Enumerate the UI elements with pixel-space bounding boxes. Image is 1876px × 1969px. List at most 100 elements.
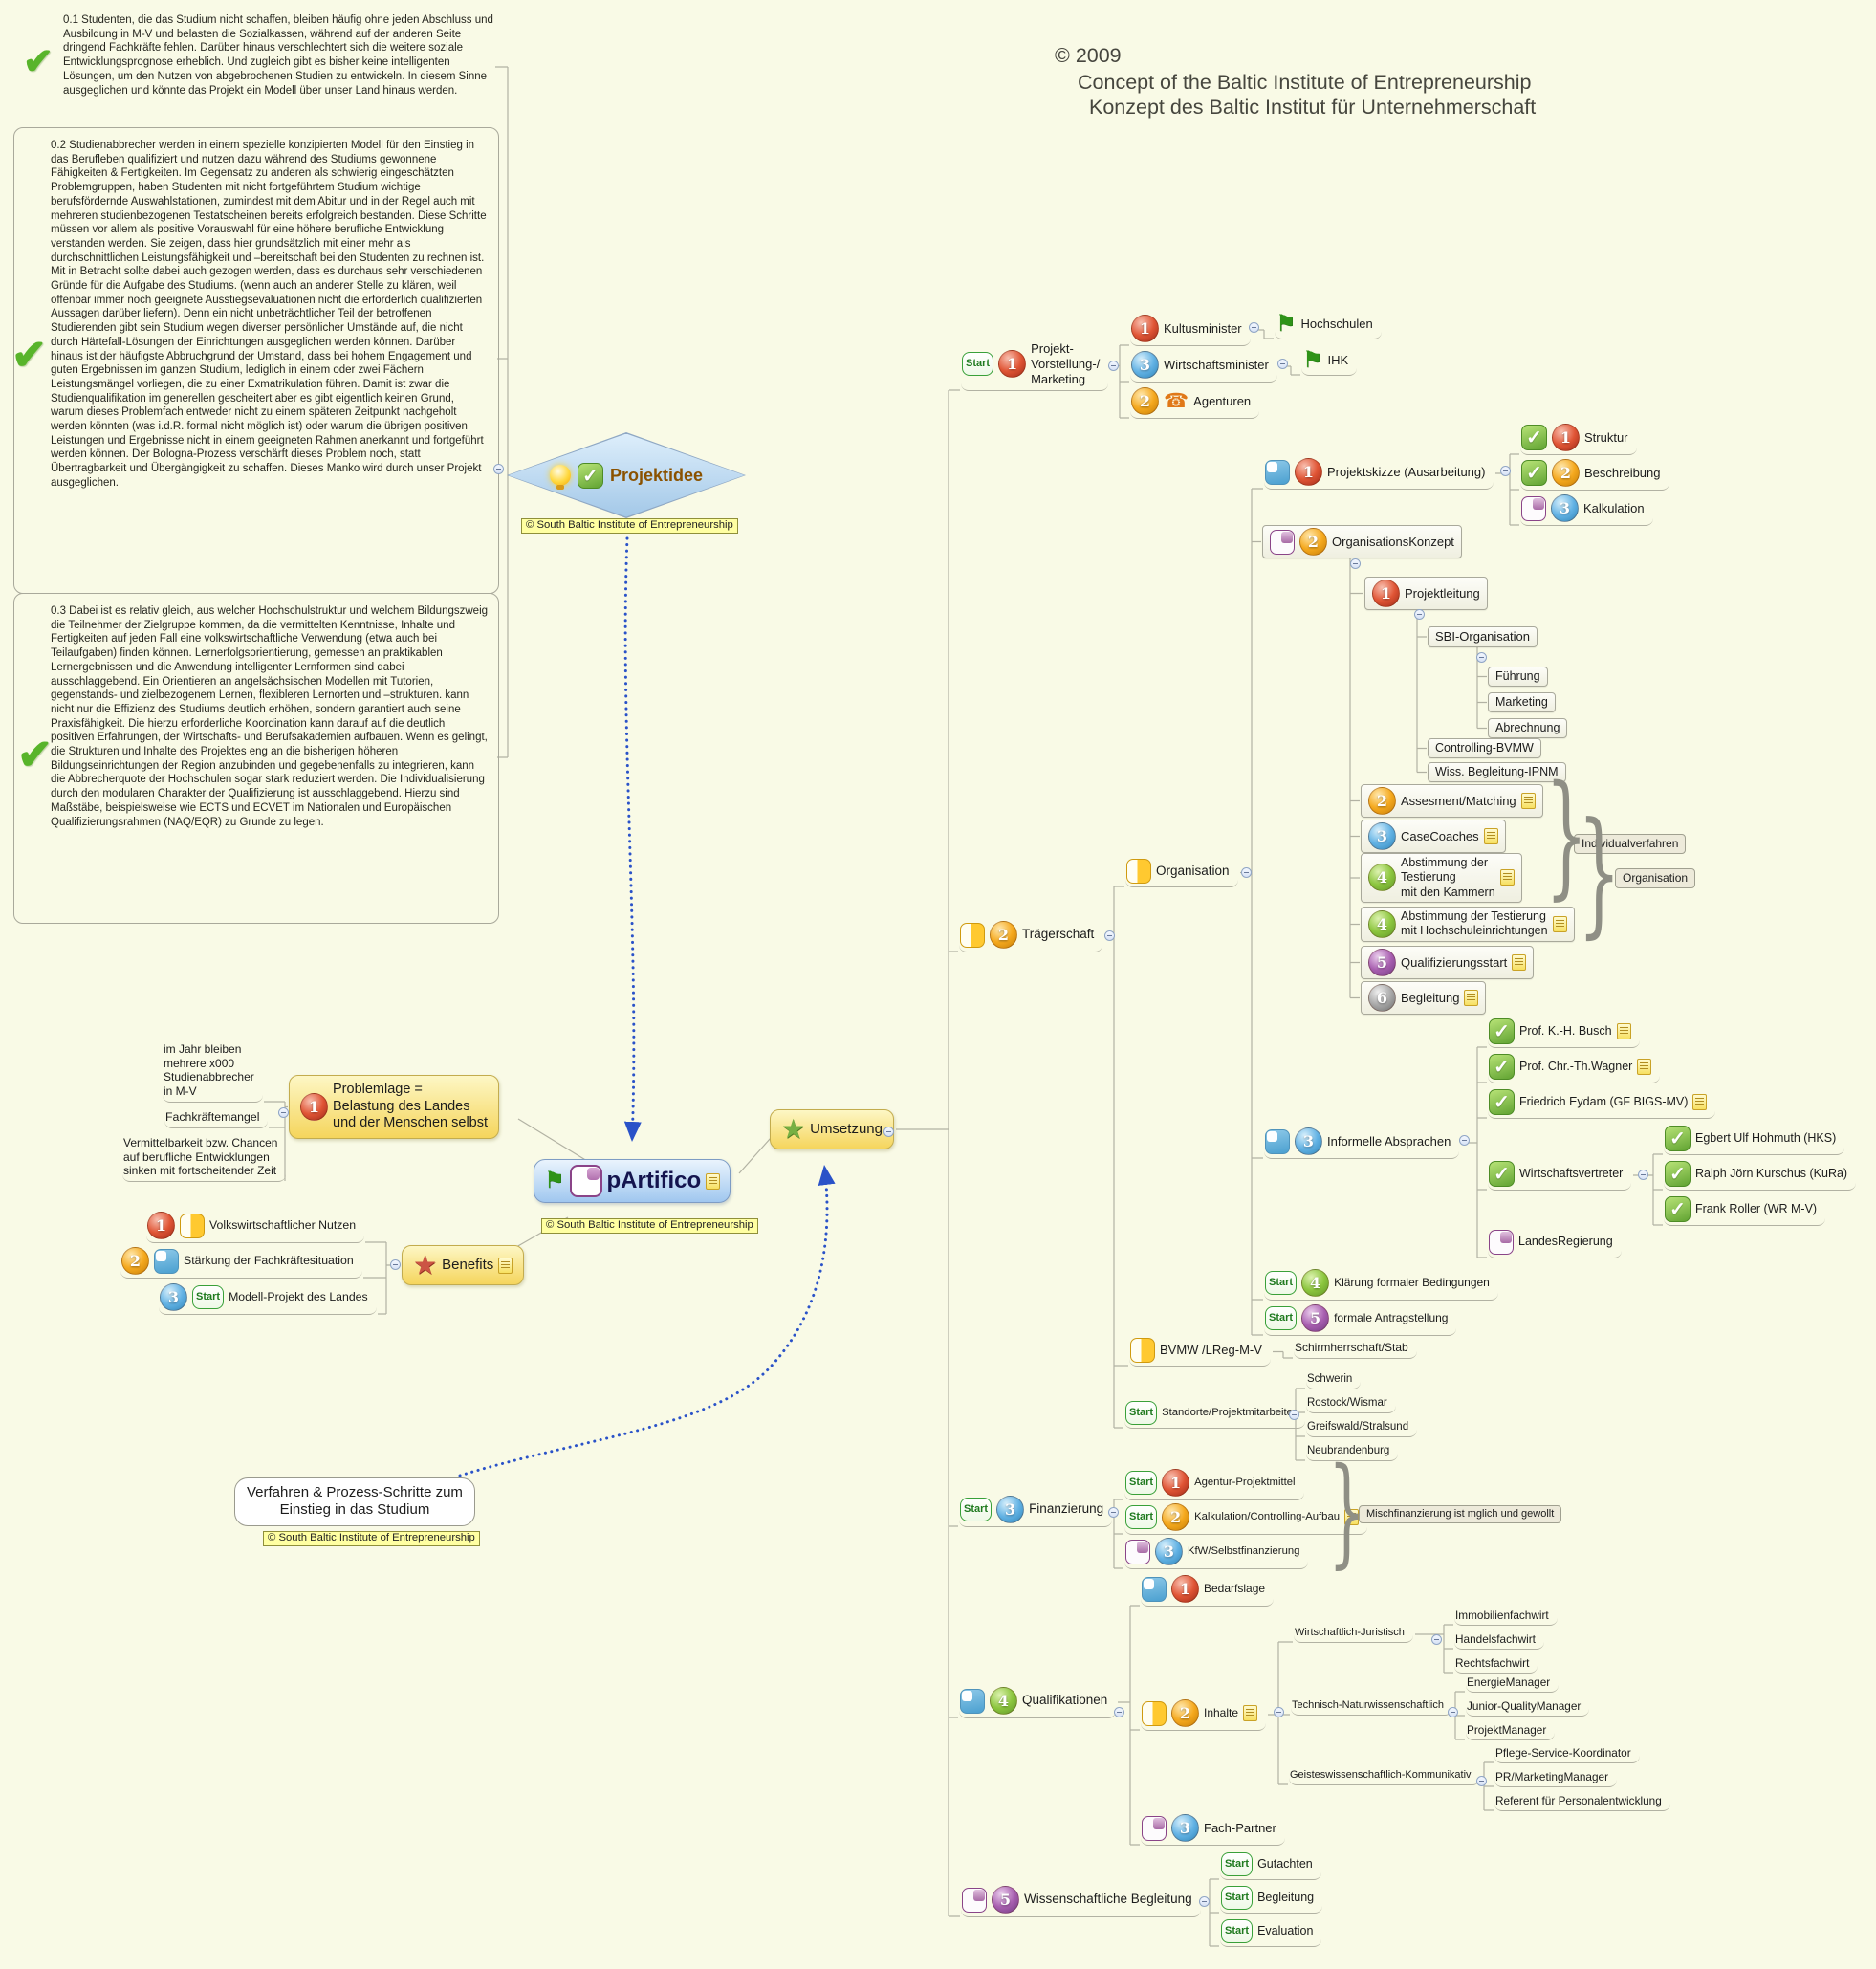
agenturen[interactable]: 2☎Agenturen (1130, 386, 1260, 419)
referent-personalentwicklung[interactable]: Referent für Personalentwicklung (1494, 1793, 1670, 1812)
junior-qualitymanager[interactable]: Junior-QualityManager (1466, 1698, 1590, 1717)
collapse-button[interactable] (1104, 930, 1115, 941)
pflege-service-koordinator[interactable]: Pflege-Service-Koordinator (1494, 1745, 1640, 1764)
prof-busch[interactable]: ✓Prof. K.-H. Busch (1488, 1017, 1640, 1048)
collapse-button[interactable] (1108, 1507, 1119, 1518)
wirtschaftlich-juristisch[interactable]: Wirtschaftlich-Juristisch (1294, 1626, 1413, 1644)
collapse-button[interactable] (1274, 1707, 1284, 1717)
schirmherrschaft[interactable]: Schirmherrschaft/Stab (1294, 1340, 1417, 1359)
collapse-button[interactable] (1459, 1135, 1470, 1146)
collapse-button[interactable] (1414, 609, 1425, 620)
egbert-hohmuth[interactable]: ✓Egbert Ulf Hohmuth (HKS) (1664, 1125, 1845, 1155)
projektmanager[interactable]: ProjektManager (1466, 1722, 1556, 1741)
immobilienfachwirt[interactable]: Immobilienfachwirt (1454, 1608, 1558, 1627)
topic-03-box[interactable]: 0.3 Dabei ist es relativ gleich, aus wel… (13, 593, 499, 924)
im-jahr[interactable]: im Jahr bleiben mehrere x000 Studienabbr… (163, 1041, 263, 1103)
technisch-naturwissenschaftlich[interactable]: Technisch-Naturwissenschaftlich (1291, 1698, 1452, 1717)
schwerin[interactable]: Schwerin (1306, 1371, 1362, 1390)
umsetzung[interactable]: ★Umsetzung (770, 1109, 894, 1149)
collapse-button[interactable] (1241, 867, 1252, 878)
topic-02-box[interactable]: 0.2 Studienabbrecher werden in einem spe… (13, 127, 499, 594)
collapse-button[interactable] (278, 1107, 289, 1118)
collapse-button[interactable] (1638, 1170, 1648, 1180)
partifico[interactable]: ⚑pArtifico (534, 1159, 731, 1203)
collapse-button[interactable] (390, 1259, 401, 1270)
rostock-wismar[interactable]: Rostock/Wismar (1306, 1395, 1396, 1414)
fachkraeftemangel[interactable]: Fachkräftemangel (164, 1109, 269, 1128)
collapse-button[interactable] (1431, 1634, 1442, 1645)
landesregierung[interactable]: LandesRegierung (1488, 1229, 1622, 1258)
collapse-button[interactable] (493, 464, 504, 474)
collapse-button[interactable] (1476, 1776, 1487, 1786)
collapse-button[interactable] (1199, 1896, 1210, 1907)
rechtsfachwirt[interactable]: Rechtsfachwirt (1454, 1655, 1538, 1674)
neubrandenburg[interactable]: Neubrandenburg (1306, 1443, 1399, 1462)
projektidee-node[interactable]: ✓ Projektidee (507, 432, 746, 518)
sbi-organisation[interactable]: SBI-Organisation (1428, 626, 1538, 647)
abrechnung[interactable]: Abrechnung (1488, 718, 1568, 739)
frank-roller[interactable]: ✓Frank Roller (WR M-V) (1664, 1195, 1826, 1226)
topic-01-text[interactable]: 0.1 Studenten, die das Studium nicht sch… (63, 14, 493, 97)
friedrich-eydam[interactable]: ✓Friedrich Eydam (GF BIGS-MV) (1488, 1088, 1716, 1119)
pr-marketingmanager[interactable]: PR/MarketingManager (1494, 1769, 1618, 1788)
collapse-button[interactable] (1114, 1707, 1124, 1717)
collapse-button[interactable] (883, 1127, 894, 1137)
greifswald-stralsund[interactable]: Greifswald/Stralsund (1306, 1419, 1418, 1438)
marketing[interactable]: Marketing (1488, 692, 1556, 713)
collapse-button[interactable] (1108, 361, 1119, 371)
fuehrung[interactable]: Führung (1488, 667, 1548, 688)
bvmw-lreg[interactable]: BVMW /LReg-M-V (1129, 1337, 1271, 1367)
energiemanager[interactable]: EnergieManager (1466, 1674, 1560, 1694)
collapse-button[interactable] (1249, 322, 1259, 333)
wirtschaftsvertreter[interactable]: ✓Wirtschaftsvertreter (1488, 1160, 1632, 1191)
collapse-button[interactable] (1448, 1707, 1458, 1717)
collapse-button[interactable] (1277, 359, 1288, 369)
controlling-bvmw[interactable]: Controlling-BVMW (1428, 738, 1541, 759)
collapse-button[interactable] (1500, 466, 1511, 476)
ralph-kurschus[interactable]: ✓Ralph Jörn Kurschus (KuRa) (1664, 1160, 1857, 1191)
geisteswissenschaftlich-kommunikativ[interactable]: Geisteswissenschaftlich-Kommunikativ (1289, 1768, 1480, 1786)
vermittelbarkeit[interactable]: Vermittelbarkeit bzw. Chancen auf berufl… (122, 1135, 287, 1182)
hochschulen[interactable]: ⚑Hochschulen (1275, 312, 1382, 339)
ihk[interactable]: ⚑IHK (1301, 348, 1358, 376)
benefits[interactable]: ★Benefits (402, 1245, 525, 1285)
collapse-button[interactable] (1289, 1410, 1299, 1420)
collapse-button[interactable] (1476, 652, 1487, 663)
collapse-button[interactable] (1350, 558, 1361, 569)
organisation[interactable]: Organisation (1125, 858, 1238, 887)
handelsfachwirt[interactable]: Handelsfachwirt (1454, 1631, 1544, 1651)
verfahren[interactable]: Verfahren & Prozess-Schritte zum Einstie… (234, 1477, 475, 1526)
